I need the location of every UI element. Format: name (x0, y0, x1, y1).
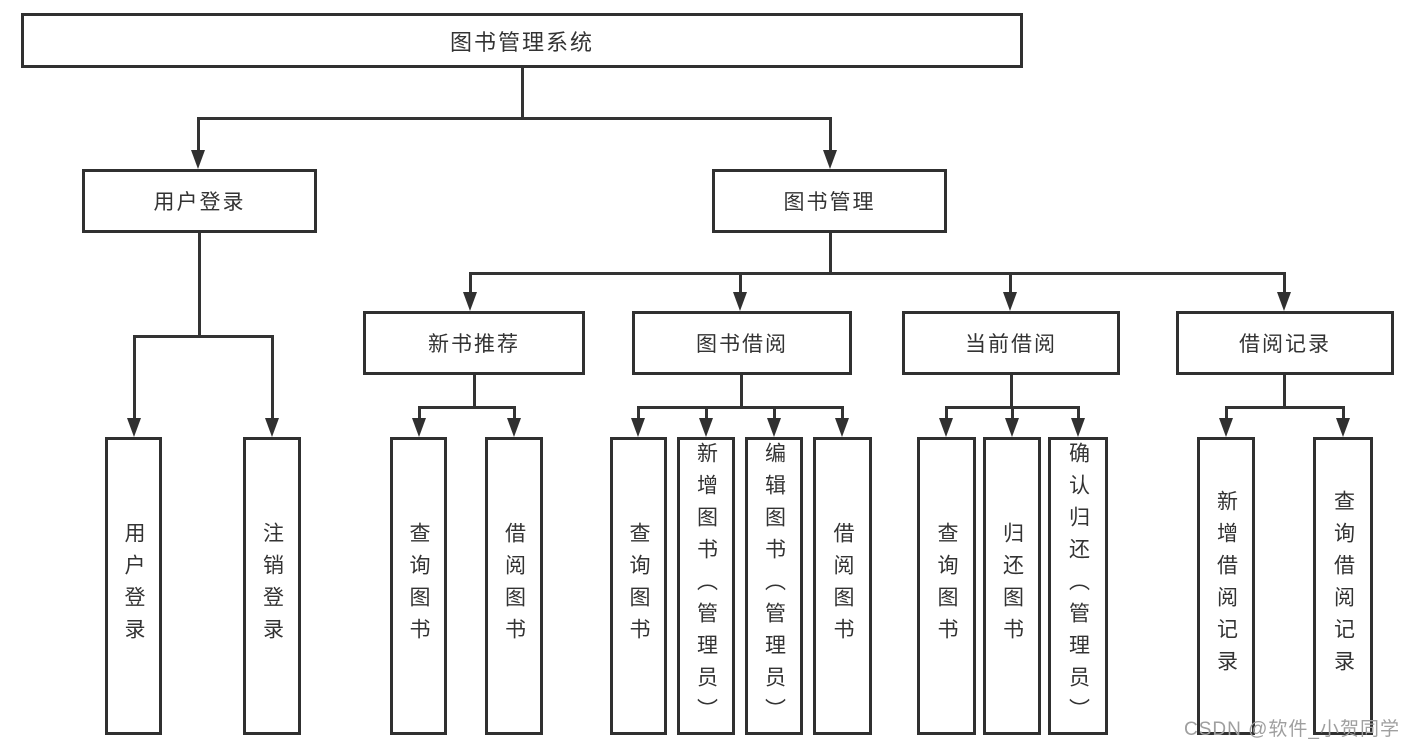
connector-line (1342, 406, 1345, 423)
connector-line (133, 335, 136, 424)
leaf-label: 查询图书 (935, 522, 959, 650)
arrow-down-icon (767, 418, 781, 437)
leaf-label: 查询图书 (407, 522, 431, 650)
connector-line (945, 406, 948, 423)
arrow-down-icon (127, 418, 141, 437)
arrow-down-icon (699, 418, 713, 437)
leaf-current-confirm-admin: 确认归还（管理员） (1048, 437, 1108, 735)
arrow-down-icon (1071, 418, 1085, 437)
arrow-down-icon (191, 150, 205, 169)
leaf-current-query: 查询图书 (917, 437, 976, 735)
node-user-login: 用户登录 (82, 169, 317, 233)
arrow-down-icon (1336, 418, 1350, 437)
connector-line (739, 272, 742, 297)
node-current-borrow: 当前借阅 (902, 311, 1120, 375)
leaf-borrow-edit-admin: 编辑图书（管理员） (745, 437, 803, 735)
connector-line (133, 335, 273, 338)
leaf-borrow-add-admin: 新增图书（管理员） (677, 437, 735, 735)
node-root-system: 图书管理系统 (21, 13, 1023, 68)
connector-line (1225, 406, 1228, 423)
leaf-newbooks-query: 查询图书 (390, 437, 447, 735)
leaf-label: 借阅图书 (831, 522, 855, 650)
connector-line (1011, 406, 1014, 423)
connector-line (1010, 375, 1013, 406)
connector-line (705, 406, 708, 423)
connector-line (469, 272, 472, 297)
connector-line (1283, 272, 1286, 297)
connector-line (829, 233, 832, 272)
connector-line (773, 406, 776, 423)
connector-line (637, 406, 640, 423)
leaf-label: 查询图书 (627, 522, 651, 650)
arrow-down-icon (507, 418, 521, 437)
leaf-user-login: 用户登录 (105, 437, 162, 735)
leaf-current-return: 归还图书 (983, 437, 1041, 735)
leaf-label: 用户登录 (122, 522, 146, 650)
connector-line (473, 375, 476, 406)
arrow-down-icon (1219, 418, 1233, 437)
arrow-down-icon (823, 150, 837, 169)
leaf-records-query: 查询借阅记录 (1313, 437, 1373, 735)
connector-line (1283, 375, 1286, 406)
leaf-label: 归还图书 (1000, 522, 1024, 650)
leaf-label: 借阅图书 (502, 522, 526, 650)
arrow-down-icon (1003, 292, 1017, 311)
connector-line (1225, 406, 1344, 409)
leaf-label: 新增借阅记录 (1214, 490, 1238, 682)
arrow-down-icon (265, 418, 279, 437)
arrow-down-icon (1277, 292, 1291, 311)
arrow-down-icon (733, 292, 747, 311)
leaf-newbooks-borrow: 借阅图书 (485, 437, 543, 735)
leaf-label: 查询借阅记录 (1331, 490, 1355, 682)
connector-line (521, 68, 524, 117)
connector-line (740, 375, 743, 406)
connector-line (418, 406, 421, 423)
leaf-borrow-borrow: 借阅图书 (813, 437, 872, 735)
leaf-label: 确认归还（管理员） (1066, 442, 1090, 730)
connector-line (469, 272, 1285, 275)
arrow-down-icon (463, 292, 477, 311)
connector-line (198, 233, 201, 335)
connector-line (829, 117, 832, 155)
arrow-down-icon (631, 418, 645, 437)
connector-line (513, 406, 516, 423)
connector-line (197, 117, 832, 120)
leaf-borrow-query: 查询图书 (610, 437, 667, 735)
leaf-records-add: 新增借阅记录 (1197, 437, 1255, 735)
arrow-down-icon (939, 418, 953, 437)
connector-line (841, 406, 844, 423)
connector-line (637, 406, 843, 409)
connector-line (271, 335, 274, 424)
connector-line (197, 117, 200, 155)
arrow-down-icon (412, 418, 426, 437)
leaf-label: 编辑图书（管理员） (762, 442, 786, 730)
node-book-management: 图书管理 (712, 169, 947, 233)
connector-line (418, 406, 515, 409)
csdn-watermark: CSDN @软件_小贺同学 (1184, 719, 1400, 740)
arrow-down-icon (835, 418, 849, 437)
connector-line (1009, 272, 1012, 297)
node-book-borrow: 图书借阅 (632, 311, 852, 375)
leaf-label: 新增图书（管理员） (694, 442, 718, 730)
leaf-logout: 注销登录 (243, 437, 301, 735)
node-new-book-recommend: 新书推荐 (363, 311, 585, 375)
leaf-label: 注销登录 (260, 522, 284, 650)
arrow-down-icon (1005, 418, 1019, 437)
node-borrow-records: 借阅记录 (1176, 311, 1394, 375)
connector-line (1077, 406, 1080, 423)
